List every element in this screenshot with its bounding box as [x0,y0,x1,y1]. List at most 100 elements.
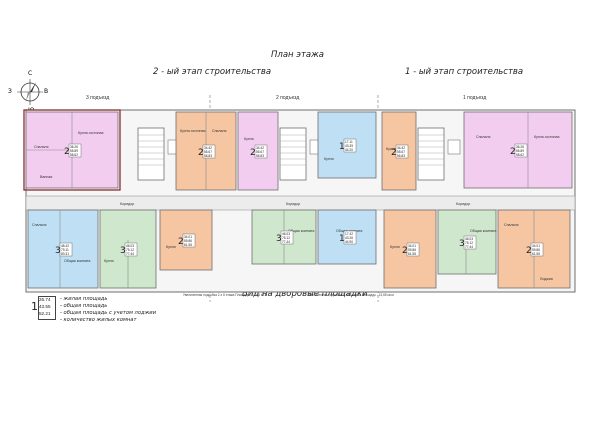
entrance-2-label: 2 подъезд [276,95,299,101]
apartment-total: 43.39 [345,144,353,148]
apartment-tag-box [406,242,420,257]
storage-note-left: Увеличенная подсобка 2-х 6 этажа Площадь… [183,293,267,297]
room-label: Ванная [40,175,52,179]
plan-title: План этажа [271,50,324,60]
apartment-rooms: 2 [198,148,204,158]
apartment-loggia: 77.44 [126,252,134,256]
apartment-total: 55.89 [70,149,78,153]
entrance-1-label: 1 подъезд [463,95,486,101]
apartment-tag-box [59,242,73,257]
room-label: Кухня-гостиная [180,129,205,133]
apartment-tag-box [514,143,528,158]
room-label: Кухня [324,157,334,161]
apartment-total: 43.26 [345,236,353,240]
room-label: Кухня [166,245,176,249]
apartment-living: 34.42 [397,146,405,150]
entrance-3-highlight [23,109,121,191]
apartment-living: 34.01 [408,244,416,248]
apartment-tag-box [280,230,294,245]
apartment-total: 59.86 [408,248,416,252]
legend-loggia: 52.21 [39,311,51,316]
apartment-total: 55.67 [256,150,264,154]
stairwell-1 [417,127,445,181]
apartment-total: 55.67 [397,150,405,154]
compass-east: В [44,88,49,95]
apartment-total: 75.12 [126,248,134,252]
apartment-living: 46.03 [465,237,473,241]
apartment-loggia: 61.55 [408,252,416,256]
corridor [25,195,576,211]
room-label: Кухня [386,147,396,151]
apartment-tag-box [68,143,82,158]
apartment-rooms: 2 [64,147,70,157]
room-label: Спальня [34,145,48,149]
corridor-label: Коридор [286,202,300,206]
apartment-total: 75.12 [282,236,290,240]
compass-rose-icon [17,79,43,105]
apartment-rooms: 2 [178,237,184,247]
apartment-rooms: 2 [250,148,256,158]
legend-living: 26.74 [39,297,51,302]
entrance-3-label: 3 подъезд [86,95,109,101]
apartment-tag-box [395,144,409,159]
legend-rooms-count: 1 [31,300,38,313]
apartment-living: 48.42 [61,244,69,248]
apartment-loggia: 56.83 [204,154,212,158]
stage-1-title: 1 - ый этап строительства [405,67,524,77]
apartment-total: 55.67 [204,150,212,154]
room-label: Общая комната [470,229,496,233]
apartment-living: 46.03 [282,232,290,236]
apartment-loggia: 61.55 [184,243,192,247]
apartment-loggia: 56.83 [397,154,405,158]
apartment-living: 36.26 [516,145,524,149]
compass-north: С [28,70,33,77]
apartment-loggia: 44.90 [345,240,353,244]
apartment-rooms: 2 [402,246,408,256]
apartment-loggia: 77.44 [282,240,290,244]
room-label: Спальня [32,223,46,227]
room-label: Общая комната [64,259,90,263]
apartment-living: 34.42 [204,146,212,150]
stairwell-3 [137,127,165,181]
apartment-rooms: 3 [459,239,465,249]
room-label: Спальня [504,223,518,227]
room-label: Кухня [104,259,114,263]
apartment-rooms: 3 [120,246,126,256]
apartment-loggia: 83.31 [61,252,69,256]
apartment-rooms: 3 [276,234,282,244]
apartment-tag-box [343,230,357,245]
apartment-tag-box [254,144,268,159]
apartment-total: 55.89 [516,149,524,153]
apartment-tag-box [530,242,544,257]
legend-row-loggia: - общая площадь с учетом лоджии [60,310,157,316]
apartment-tag-box [343,138,357,153]
room-label: Кухня [390,245,400,249]
apartment-total: 79.11 [61,248,69,252]
apartment-living: 34.01 [184,235,192,239]
room-label: Общая комната [288,229,314,233]
apartment-tag-box [182,233,196,248]
apartment-living: 17.11 [345,140,353,144]
apartment-living: 36.26 [70,145,78,149]
apartment-rooms: 2 [526,246,532,256]
apartment-living: 46.03 [126,244,134,248]
apartment-tag-box [124,242,138,257]
bottom-title: Вид на дворовые площадки [242,289,368,299]
legend-total: 43.55 [39,304,51,309]
apartment-living: 34.42 [256,146,264,150]
legend-row-rooms: - количество жилых комнат [60,317,137,323]
apartment-loggia: 77.44 [465,245,473,249]
room-label: Кухня-гостиная [78,131,103,135]
apartment-tag-box [463,235,477,250]
apartment-loggia: 44.20 [345,148,353,152]
